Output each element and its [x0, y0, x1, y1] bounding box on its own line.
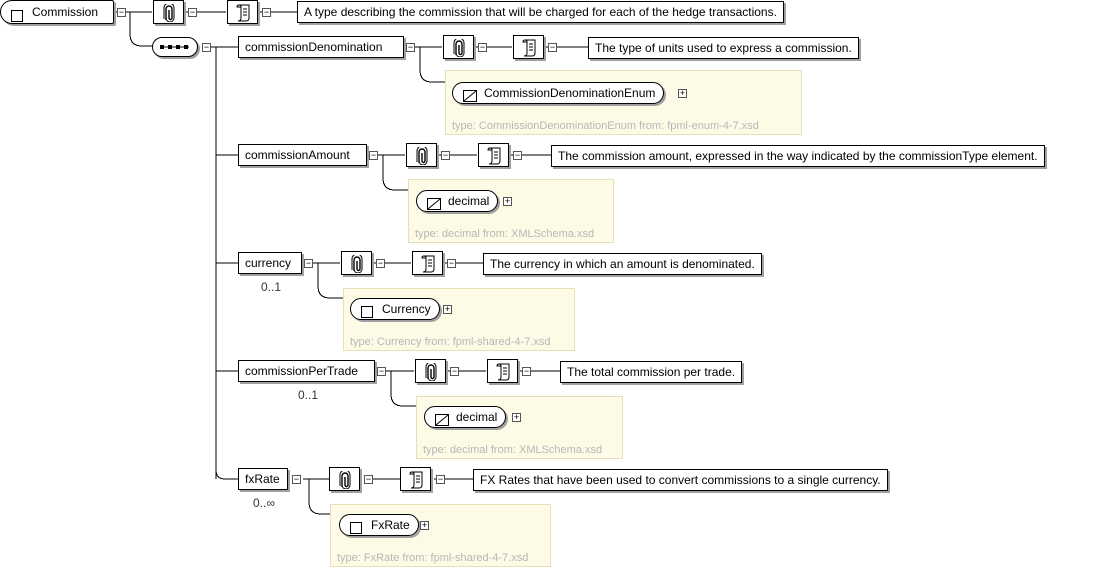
type-name: CommissionDenominationEnum: [484, 86, 656, 100]
expand-toggle[interactable]: +: [678, 88, 687, 98]
expand-toggle[interactable]: +: [443, 304, 452, 314]
cardinality-label: 0..∞: [253, 496, 275, 510]
element-commissionPerTrade[interactable]: commissionPerTrade: [238, 360, 375, 382]
complex-type-icon: [350, 520, 362, 540]
type-name: decimal: [448, 194, 490, 208]
documentation-box[interactable]: [400, 467, 431, 491]
collapse-toggle[interactable]: −: [478, 42, 487, 52]
collapse-toggle[interactable]: −: [436, 474, 445, 484]
type-reference[interactable]: decimal: [424, 406, 507, 428]
collapse-toggle[interactable]: −: [117, 7, 126, 17]
element-commissionAmount[interactable]: commissionAmount: [238, 144, 367, 166]
collapse-toggle[interactable]: −: [548, 42, 557, 52]
documentation-box[interactable]: [478, 143, 509, 167]
type-reference[interactable]: decimal: [416, 190, 499, 212]
simple-type-icon: [463, 88, 477, 108]
documentation-text: The type of units used to express a comm…: [588, 37, 859, 59]
type-source-label: type: Currency from: fpml-shared-4-7.xsd: [350, 336, 551, 348]
root-documentation-text: A type describing the commission that wi…: [297, 1, 784, 23]
documentation-text: The commission amount, expressed in the …: [551, 145, 1045, 167]
type-source-label: type: CommissionDenominationEnum from: f…: [452, 120, 759, 132]
simple-type-icon: [435, 412, 449, 432]
type-reference[interactable]: CommissionDenominationEnum: [452, 82, 665, 104]
collapse-toggle[interactable]: −: [292, 474, 301, 484]
element-name: currency: [245, 256, 292, 270]
annotation-box[interactable]: [415, 359, 446, 383]
type-source-label: type: FxRate from: fpml-shared-4-7.xsd: [337, 552, 529, 564]
element-currency[interactable]: currency: [238, 252, 302, 274]
type-source-label: type: decimal from: XMLSchema.xsd: [415, 228, 595, 240]
complex-type-icon: [361, 304, 373, 324]
documentation-box[interactable]: [412, 251, 443, 275]
element-name: commissionDenomination: [245, 40, 383, 54]
sequence-compositor[interactable]: [152, 37, 198, 57]
annotation-box[interactable]: [329, 467, 360, 491]
collapse-toggle[interactable]: −: [202, 42, 211, 52]
collapse-toggle[interactable]: −: [369, 150, 378, 160]
element-commissionDenomination[interactable]: commissionDenomination: [238, 36, 404, 58]
documentation-text: FX Rates that have been used to convert …: [473, 469, 888, 491]
type-name: Currency: [382, 302, 431, 316]
root-type-box[interactable]: Commission: [0, 0, 114, 24]
collapse-toggle[interactable]: −: [513, 150, 522, 160]
type-reference[interactable]: Currency: [350, 298, 440, 320]
annotation-box[interactable]: [406, 143, 437, 167]
collapse-toggle[interactable]: −: [522, 366, 531, 376]
element-name: fxRate: [245, 472, 280, 486]
element-fxRate[interactable]: fxRate: [238, 468, 288, 490]
collapse-toggle[interactable]: −: [377, 366, 386, 376]
annotation-box[interactable]: [153, 0, 184, 24]
collapse-toggle[interactable]: −: [450, 366, 459, 376]
documentation-text: The total commission per trade.: [560, 361, 743, 383]
documentation-box[interactable]: [227, 0, 258, 24]
collapse-toggle[interactable]: −: [447, 258, 456, 268]
collapse-toggle[interactable]: −: [262, 7, 271, 17]
cardinality-label: 0..1: [261, 280, 282, 294]
type-source-label: type: decimal from: XMLSchema.xsd: [423, 444, 603, 456]
type-name: decimal: [456, 410, 498, 424]
type-name: FxRate: [371, 518, 410, 532]
simple-type-icon: [427, 196, 441, 216]
expand-toggle[interactable]: +: [512, 412, 521, 422]
annotation-box[interactable]: [443, 35, 474, 59]
collapse-toggle[interactable]: −: [364, 474, 373, 484]
collapse-toggle[interactable]: −: [441, 150, 450, 160]
collapse-toggle[interactable]: −: [376, 258, 385, 268]
element-name: commissionAmount: [245, 148, 350, 162]
expand-toggle[interactable]: +: [420, 520, 429, 530]
documentation-box[interactable]: [513, 35, 544, 59]
collapse-toggle[interactable]: −: [304, 258, 313, 268]
collapse-toggle[interactable]: −: [406, 42, 415, 52]
collapse-toggle[interactable]: −: [188, 7, 197, 17]
type-reference[interactable]: FxRate: [339, 514, 419, 536]
complex-type-icon: [11, 7, 23, 29]
expand-toggle[interactable]: +: [503, 196, 512, 206]
cardinality-label: 0..1: [298, 388, 319, 402]
documentation-text: The currency in which an amount is denom…: [483, 253, 762, 275]
root-type-name: Commission: [32, 5, 99, 19]
element-name: commissionPerTrade: [245, 364, 358, 378]
annotation-box[interactable]: [341, 251, 372, 275]
documentation-box[interactable]: [487, 359, 518, 383]
